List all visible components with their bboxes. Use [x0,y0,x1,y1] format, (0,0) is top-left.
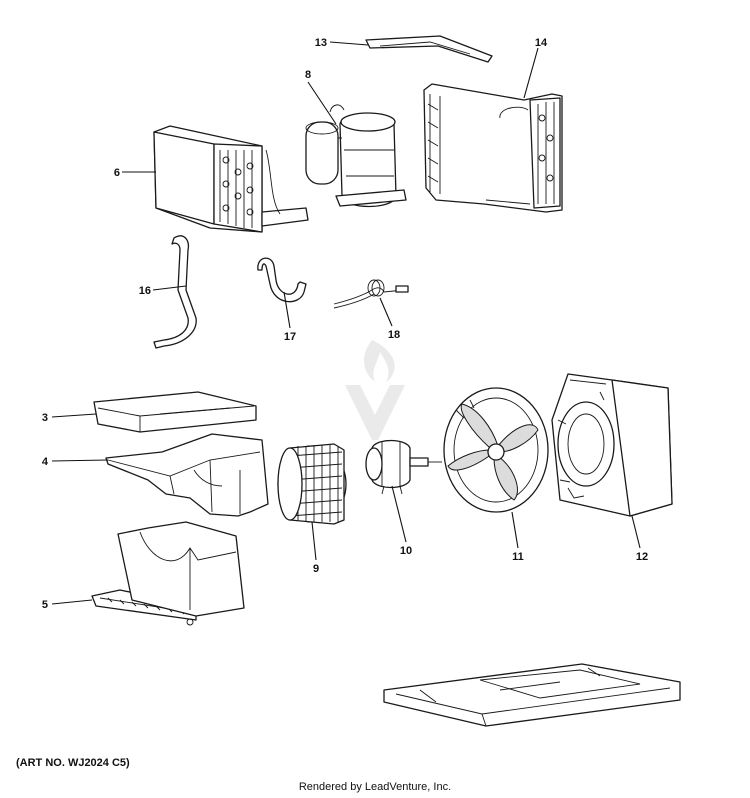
callout-11: 11 [512,551,524,563]
part-fan-blade [443,387,549,513]
part-base-pan [383,663,681,727]
callout-18: 18 [388,329,400,341]
render-credit: Rendered by LeadVenture, Inc. [298,781,452,793]
part-compressor [305,104,407,208]
part-blower-wheel [277,443,347,525]
callout-14: 14 [535,37,548,49]
callout-3: 3 [42,412,48,424]
part-base-shroud [91,521,245,626]
callout-4: 4 [42,456,49,468]
part-blower-housing [105,433,269,517]
part-cover [365,35,493,63]
watermark-logo [345,340,405,440]
callout-16: 16 [139,285,151,297]
part-capillary [333,279,409,309]
part-fan-shroud [551,373,673,517]
callout-12: 12 [636,551,648,563]
callout-6: 6 [114,167,120,179]
part-tube-short [257,257,307,303]
part-fan-motor [365,439,442,495]
callout-9: 9 [313,563,319,575]
leader-lines [51,41,641,605]
callout-17: 17 [284,331,296,343]
part-tube-long [153,235,197,349]
callout-labels: 13 14 8 6 16 17 18 3 4 5 9 10 11 12 [42,37,648,611]
art-number: (ART NO. WJ2024 C5) [16,757,130,769]
callout-10: 10 [400,545,412,557]
callout-8: 8 [305,69,311,81]
callout-13: 13 [315,37,327,49]
part-condenser [423,83,563,213]
part-evaporator [153,125,309,233]
callout-5: 5 [42,599,48,611]
part-drip-tray [93,391,257,433]
